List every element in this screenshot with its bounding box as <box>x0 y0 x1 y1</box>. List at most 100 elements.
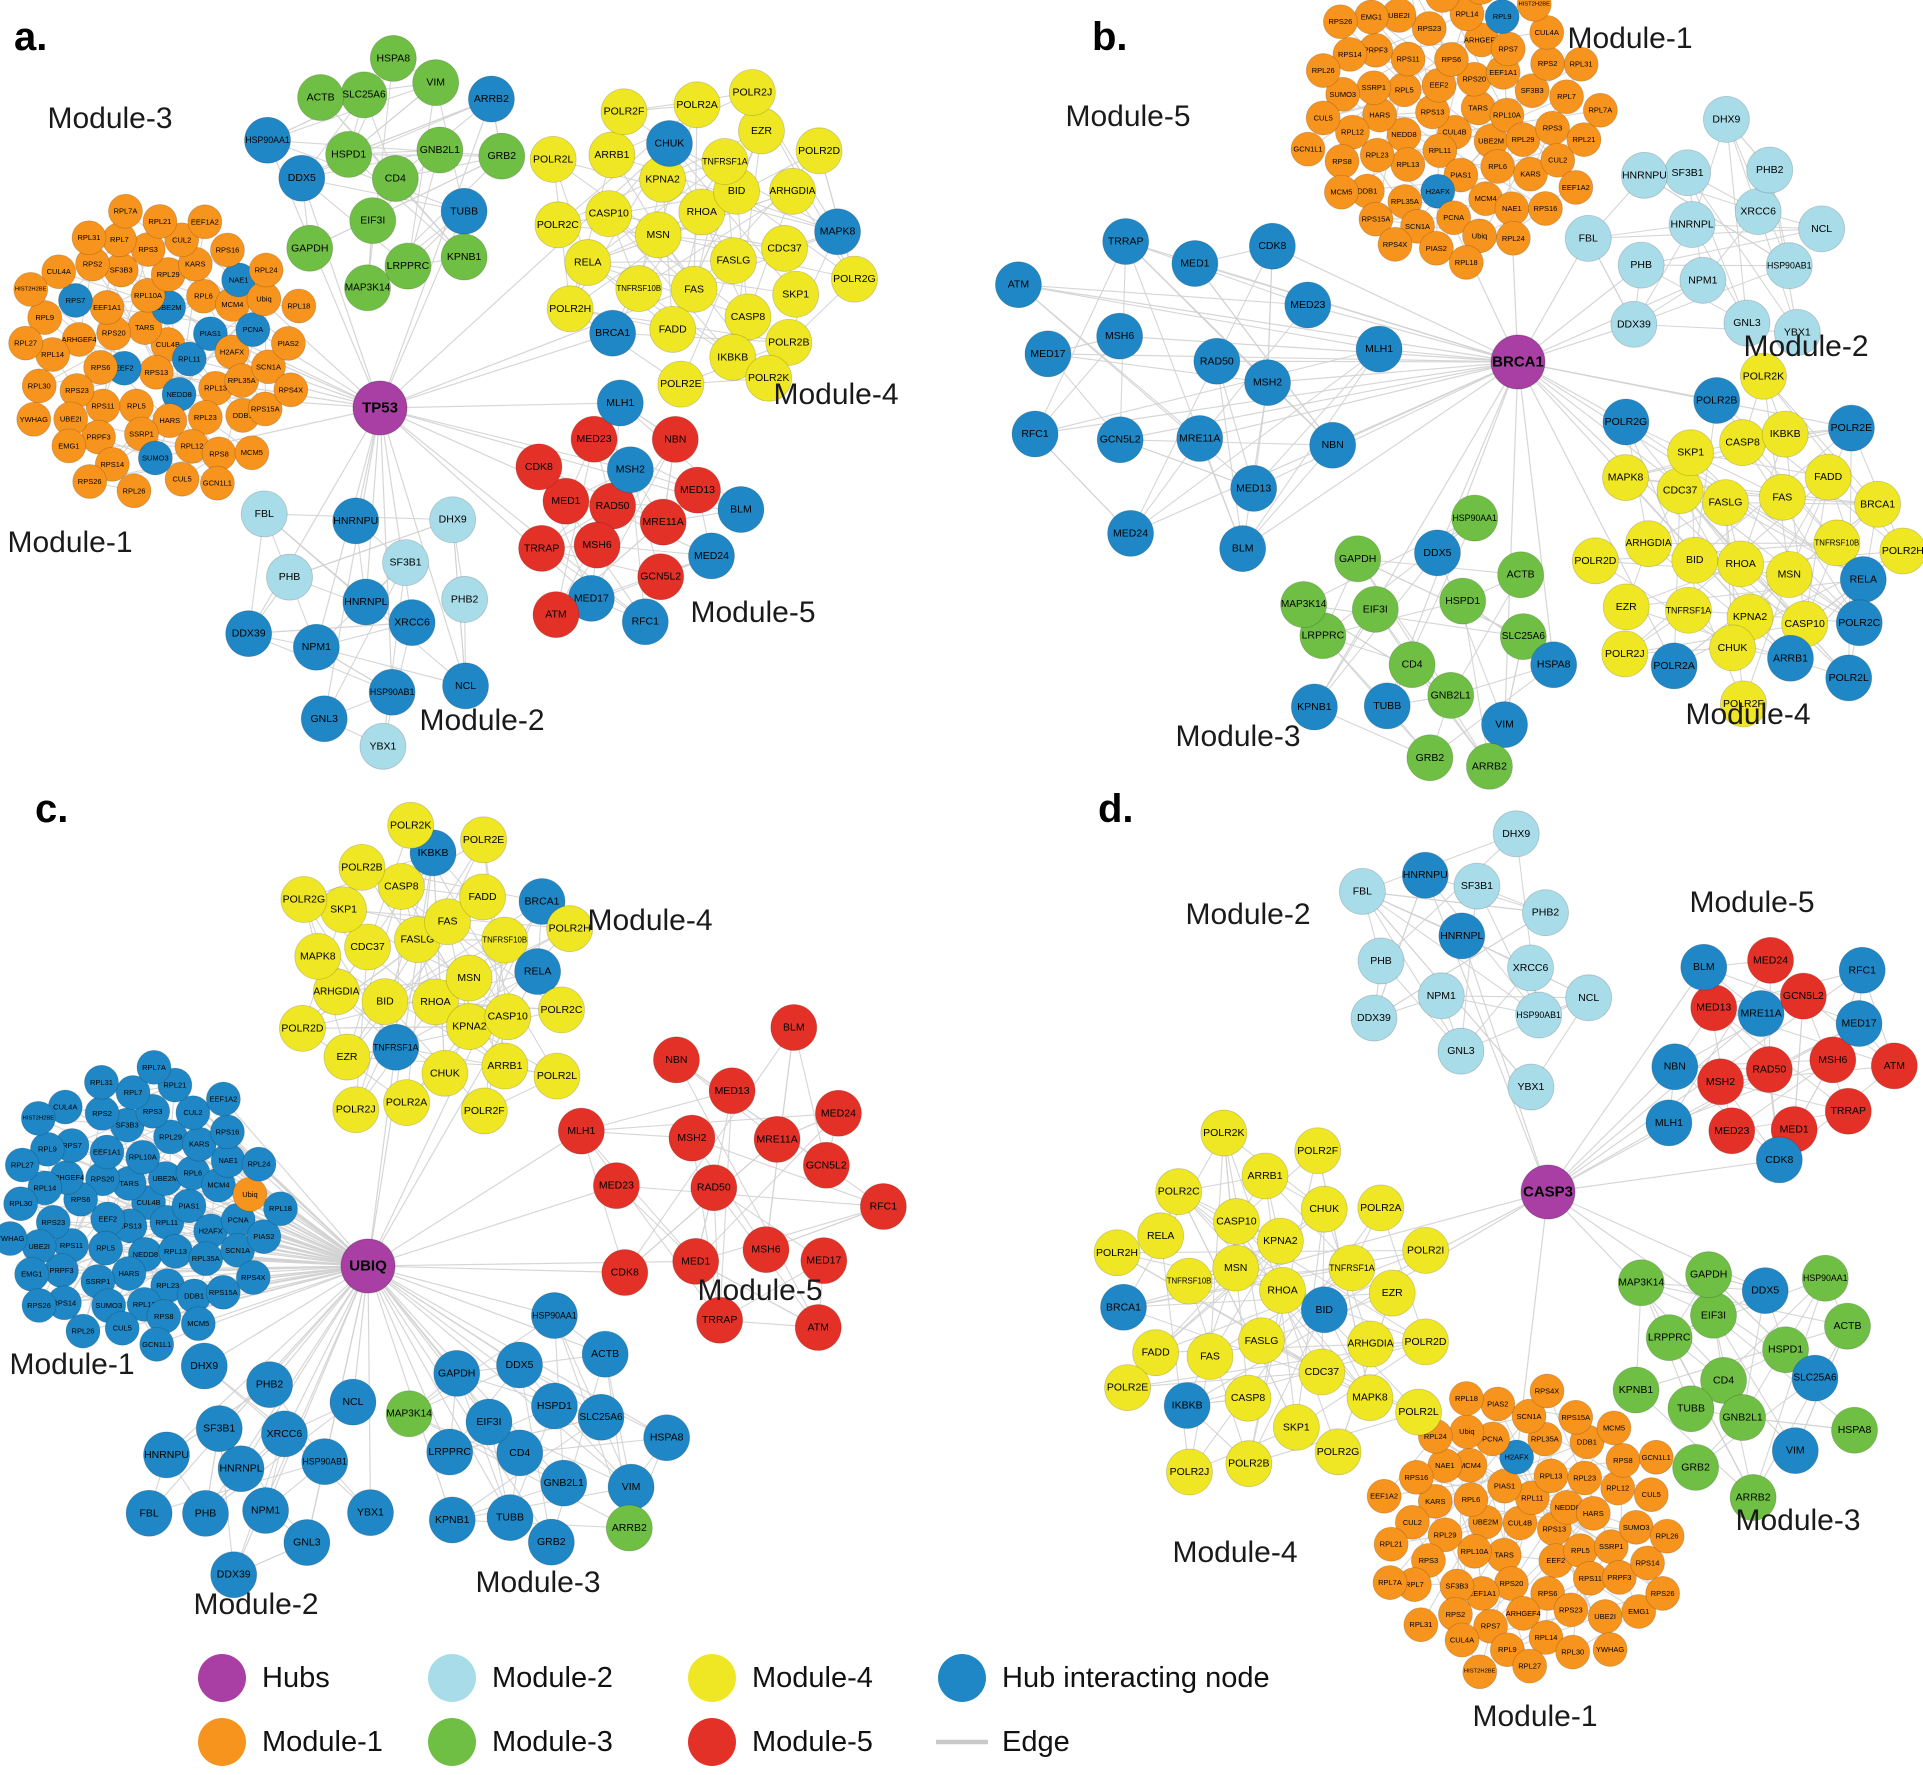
gene-label: LRPPRC <box>1648 1332 1691 1344</box>
gene-label: YBX1 <box>370 740 397 752</box>
gene-label: RFC1 <box>870 1201 898 1213</box>
gene-node-RPL14 <box>1528 1620 1564 1655</box>
edge <box>1248 1309 1325 1464</box>
edge <box>580 1130 721 1321</box>
gene-node-ARHGEF4 <box>1505 1595 1541 1631</box>
gene-label: DDX5 <box>1751 1285 1779 1297</box>
gene-label: POLR2C <box>537 219 579 231</box>
gene-node-SKP1 <box>772 270 820 318</box>
gene-node-POLR2D <box>1402 1318 1449 1366</box>
edge <box>203 1365 326 1463</box>
gene-label: CHUK <box>430 1067 460 1079</box>
gene-node-NCL <box>329 1378 377 1426</box>
gene-label: ARRB1 <box>487 1060 522 1072</box>
gene-label: ACTB <box>1833 1320 1861 1332</box>
legend-label-module1: Module-1 <box>262 1726 383 1758</box>
gene-node-YWHAG <box>16 401 52 437</box>
gene-label: RPS23 <box>1417 24 1441 33</box>
gene-label: RHOA <box>687 206 717 218</box>
gene-label: POLR2D <box>798 145 840 157</box>
gene-label: MSH6 <box>1818 1054 1847 1066</box>
gene-node-HSPD1 <box>531 1382 578 1430</box>
gene-node-VIM <box>1481 701 1528 749</box>
edge <box>1130 348 1380 534</box>
gene-label: RELA <box>1850 574 1877 586</box>
module-label-d-Module-2: Module-2 <box>1185 898 1310 931</box>
gene-node-POLR2H <box>1093 1229 1141 1277</box>
gene-node-RPL10A <box>1489 97 1525 133</box>
gene-node-RPS15A <box>1358 201 1394 237</box>
hub-edge <box>379 407 393 693</box>
gene-label: SF3B3 <box>110 266 133 275</box>
gene-label: RPS11 <box>91 402 114 411</box>
gene-label: RPL12 <box>180 442 203 451</box>
gene-label: RPL31 <box>1570 60 1593 69</box>
edge <box>555 439 595 615</box>
gene-label: RPL30 <box>9 1199 32 1208</box>
edge <box>1713 1314 1796 1451</box>
gene-label: DDX5 <box>288 172 316 184</box>
gene-label: RAD50 <box>1752 1063 1786 1075</box>
gene-label: CHUK <box>1718 642 1748 654</box>
gene-label: MAP3K14 <box>345 282 391 293</box>
gene-label: HNRNPU <box>333 515 378 527</box>
edge <box>218 1428 235 1575</box>
gene-node-POLR2G <box>831 255 878 303</box>
gene-label: RPS6 <box>91 363 111 372</box>
gene-label: POLR2L <box>533 153 573 165</box>
gene-node-MAPK8 <box>294 932 342 980</box>
gene-label: RFC1 <box>1021 428 1049 440</box>
gene-label: DDB1 <box>233 411 253 420</box>
gene-node-CDC37 <box>1298 1348 1346 1396</box>
gene-label: DHX9 <box>1502 828 1530 840</box>
gene-node-DHX9 <box>1492 810 1540 858</box>
gene-label: HSPD1 <box>537 1400 572 1412</box>
gene-node-VIM <box>412 59 460 107</box>
gene-node-MED24 <box>1107 509 1154 557</box>
hub-edge <box>367 1265 520 1366</box>
gene-node-RPL18 <box>1448 245 1484 280</box>
gene-node-MRE11A <box>1737 990 1785 1037</box>
gene-label: CASP8 <box>384 880 419 892</box>
hub-edge <box>379 98 492 409</box>
gene-node-RPL7A <box>1582 92 1618 128</box>
edge <box>1127 1371 1322 1389</box>
gene-label: CASP10 <box>589 208 629 220</box>
gene-label: BLM <box>1232 543 1254 555</box>
gene-label: RPL9 <box>1498 1645 1517 1654</box>
gene-node-GAPDH <box>1334 535 1382 583</box>
gene-label: BID <box>1316 1304 1334 1316</box>
gene-label: RFC1 <box>1848 964 1876 976</box>
gene-label: NBN <box>664 433 686 445</box>
gene-label: VIM <box>622 1481 641 1493</box>
gene-label: MED1 <box>551 495 580 507</box>
gene-label: TARS <box>1468 103 1487 112</box>
gene-label: RPL11 <box>1521 1493 1543 1502</box>
gene-node-MSH6 <box>1809 1036 1857 1084</box>
gene-node-DDX5 <box>1741 1267 1789 1315</box>
gene-label: ACTB <box>591 1348 619 1360</box>
gene-node-POLR2B <box>1693 377 1741 424</box>
gene-label: NPM1 <box>251 1504 280 1516</box>
gene-label: RELA <box>574 257 601 269</box>
gene-label: RPS13 <box>1542 1524 1566 1533</box>
gene-node-POLR2C <box>534 201 582 249</box>
gene-label: UBE2I <box>1594 1612 1616 1621</box>
gene-label: LRPPRC <box>387 260 430 272</box>
edge <box>1635 1325 1848 1391</box>
hub-edge <box>367 1130 582 1267</box>
gene-node-POLR2G <box>1602 398 1650 446</box>
gene-label: FBL <box>1579 232 1598 244</box>
gene-label: YBX1 <box>1784 326 1811 338</box>
gene-node-RPL26 <box>65 1313 101 1349</box>
gene-label: RPS2 <box>92 1109 112 1118</box>
gene-label: MAPK8 <box>1608 472 1644 484</box>
gene-node-GNL3 <box>300 695 348 743</box>
gene-label: HIST2H2BE <box>1464 1669 1496 1675</box>
gene-node-CDK8 <box>1755 1136 1803 1184</box>
gene-label: CUL5 <box>172 475 191 484</box>
gene-node-RPS23 <box>1553 1592 1589 1628</box>
edge <box>384 901 543 1003</box>
gene-label: MCM4 <box>221 300 243 309</box>
gene-label: SKP1 <box>1283 1421 1310 1433</box>
